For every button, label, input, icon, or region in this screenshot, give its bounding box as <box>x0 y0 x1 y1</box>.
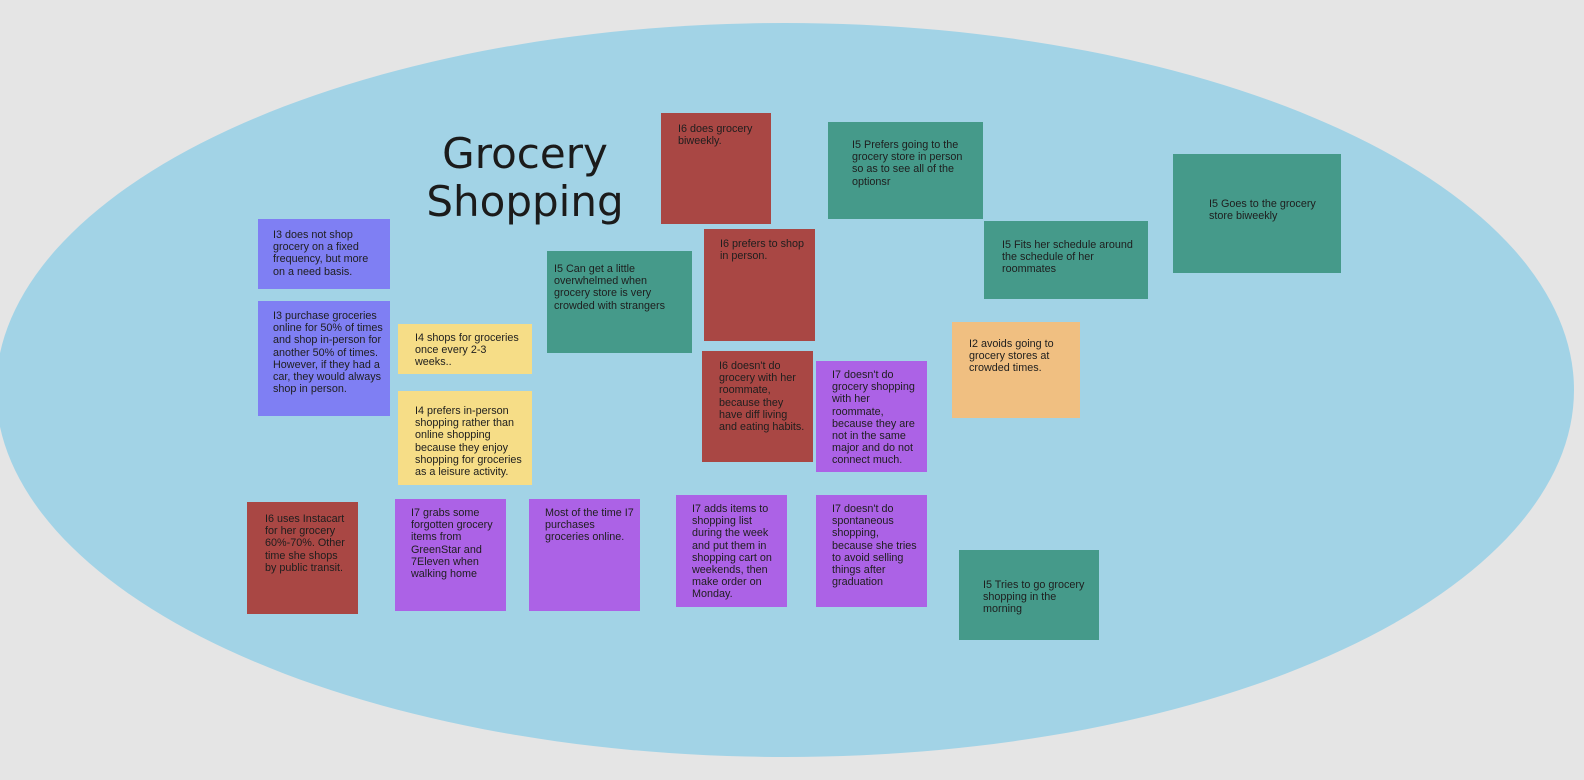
sticky-note-text: I5 Tries to go grocery shopping in the m… <box>983 579 1085 616</box>
sticky-note-text: I3 purchase groceries online for 50% of … <box>273 310 383 396</box>
sticky-note-text: I6 doesn't do grocery with her roommate,… <box>719 360 805 434</box>
sticky-note-text: I4 shops for groceries once every 2-3 we… <box>415 332 519 369</box>
sticky-note[interactable]: I5 Prefers going to the grocery store in… <box>828 122 983 219</box>
sticky-note[interactable]: I6 uses Instacart for her grocery 60%-70… <box>247 502 358 614</box>
sticky-note[interactable]: I7 grabs some forgotten grocery items fr… <box>395 499 506 611</box>
sticky-note[interactable]: I4 prefers in-person shopping rather tha… <box>398 391 532 485</box>
sticky-note[interactable]: I2 avoids going to grocery stores at cro… <box>952 322 1080 418</box>
sticky-note-text: I5 Can get a little overwhelmed when gro… <box>554 263 666 312</box>
sticky-note-text: I7 adds items to shopping list during th… <box>692 503 772 601</box>
sticky-note[interactable]: I5 Fits her schedule around the schedule… <box>984 221 1148 299</box>
sticky-note-text: I2 avoids going to grocery stores at cro… <box>969 338 1054 375</box>
sticky-note[interactable]: I6 doesn't do grocery with her roommate,… <box>702 351 813 462</box>
sticky-note-text: I5 Goes to the grocery store biweekly <box>1209 198 1316 223</box>
sticky-note[interactable]: I6 does grocery biweekly. <box>661 113 771 224</box>
sticky-note[interactable]: Most of the time I7 purchases groceries … <box>529 499 640 611</box>
sticky-note[interactable]: I3 does not shop grocery on a fixed freq… <box>258 219 390 289</box>
sticky-note-text: I7 doesn't do grocery shopping with her … <box>832 369 915 467</box>
sticky-note[interactable]: I4 shops for groceries once every 2-3 we… <box>398 324 532 374</box>
sticky-note[interactable]: I3 purchase groceries online for 50% of … <box>258 301 390 416</box>
sticky-note-text: I6 does grocery biweekly. <box>678 123 753 148</box>
sticky-note[interactable]: I7 doesn't do grocery shopping with her … <box>816 361 927 472</box>
sticky-note-text: I4 prefers in-person shopping rather tha… <box>415 405 522 479</box>
sticky-note[interactable]: I6 prefers to shop in person. <box>704 229 815 341</box>
sticky-note[interactable]: I7 doesn't do spontaneous shopping, beca… <box>816 495 927 607</box>
board-title: Grocery Shopping <box>426 129 624 226</box>
sticky-note-text: Most of the time I7 purchases groceries … <box>545 507 634 544</box>
sticky-note-text: I7 grabs some forgotten grocery items fr… <box>411 507 493 581</box>
sticky-note-text: I3 does not shop grocery on a fixed freq… <box>273 229 369 278</box>
sticky-note-text: I7 doesn't do spontaneous shopping, beca… <box>832 503 917 589</box>
sticky-note-text: I6 uses Instacart for her grocery 60%-70… <box>265 513 345 574</box>
sticky-note[interactable]: I7 adds items to shopping list during th… <box>676 495 787 607</box>
sticky-note-text: I5 Prefers going to the grocery store in… <box>852 139 963 188</box>
sticky-note[interactable]: I5 Goes to the grocery store biweekly <box>1173 154 1341 273</box>
sticky-note[interactable]: I5 Can get a little overwhelmed when gro… <box>547 251 692 353</box>
sticky-note-text: I6 prefers to shop in person. <box>720 238 805 263</box>
sticky-note[interactable]: I5 Tries to go grocery shopping in the m… <box>959 550 1099 640</box>
sticky-note-text: I5 Fits her schedule around the schedule… <box>1002 239 1133 276</box>
